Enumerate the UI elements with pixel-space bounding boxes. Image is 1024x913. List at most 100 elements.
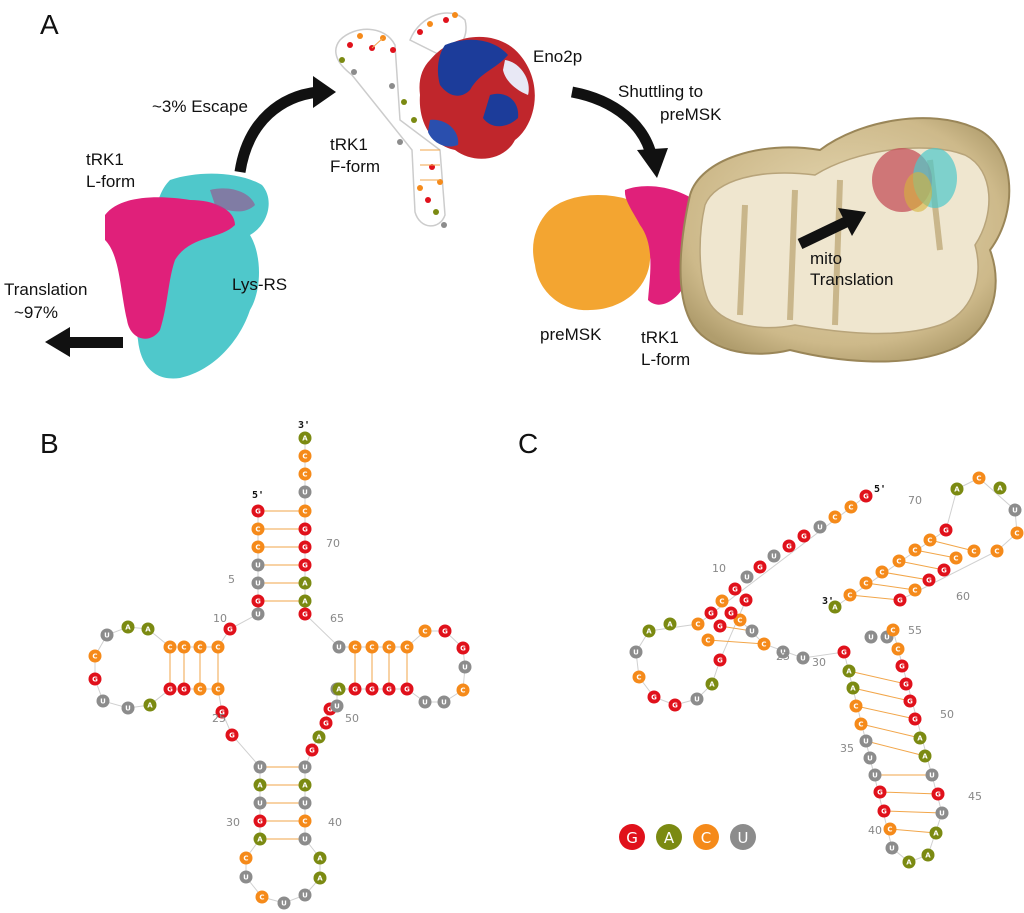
panel-b-nucleotide: C [193,640,207,654]
panel-b-nucleotide-circle [100,628,114,642]
panel-c-position-number: 40 [868,824,882,837]
panel-b-nucleotide: A [298,576,312,590]
translation-arrow [45,327,123,357]
panel-b-nucleotide: U [121,701,135,715]
panel-c-nucleotide-letter: G [863,493,869,501]
panel-c-nucleotide: G [922,573,936,587]
panel-c-nucleotide-circle [724,606,738,620]
panel-letter-b: B [40,428,59,459]
legend-item-c: C [693,824,719,850]
panel-c-nucleotide-letter: U [872,772,878,780]
shuttling-arrow [570,86,668,178]
panel-b-nucleotide-letter: A [302,435,308,443]
panel-b-nucleotide-letter: U [257,764,263,772]
panel-b-nucleotide-circle [298,540,312,554]
panel-c-nucleotide-circle [842,664,856,678]
panel-b-nucleotide-circle [418,695,432,709]
panel-c-nucleotide-circle [908,712,922,726]
panel-c-nucleotide-letter: A [906,859,912,867]
panel-c-nucleotide: G [753,560,767,574]
panel-c-nucleotide-circle [713,653,727,667]
panel-b-nucleotide-letter: C [215,686,220,694]
panel-c-nucleotide: U [690,692,704,706]
panel-b-nucleotide-circle [177,640,191,654]
panel-b-nucleotide: U [253,796,267,810]
panel-c-nucleotide-letter: C [896,558,901,566]
panel-b-nucleotide-letter: G [302,611,308,619]
panel-c-nucleotide-letter: C [976,475,981,483]
panel-c-nucleotide-circle [886,623,900,637]
panel-c-nucleotide: C [691,617,705,631]
panel-c-nucleotide-circle [701,633,715,647]
panel-b-nucleotide-letter: C [243,855,248,863]
panel-b-nucleotide-letter: U [255,580,261,588]
panel-c-nucleotide-letter: C [1014,530,1019,538]
panel-c-position-number: 60 [956,590,970,603]
panel-c-nucleotide-letter: U [744,574,750,582]
panel-b-nucleotide-letter: C [352,644,357,652]
panel-b-nucleotide: G [298,540,312,554]
panel-c-nucleotide-letter: A [832,604,838,612]
panel-b-nucleotide-circle [251,504,265,518]
panel-b-nucleotide: U [298,485,312,499]
panel-c-nucleotide-letter: C [719,598,724,606]
panel-c-nucleotide-circle [704,606,718,620]
panel-c-nucleotide: A [950,482,964,496]
panel-b-nucleotide: C [193,682,207,696]
panel-b-nucleotide-circle [400,682,414,696]
panel-b-nucleotide-circle [348,682,362,696]
panel-c-nucleotide: G [713,653,727,667]
panel-c-nucleotide: U [859,734,873,748]
panel-c-nucleotide-circle [837,645,851,659]
mito-translation-label: Translation [810,270,893,289]
panel-b-nucleotide-circle [193,640,207,654]
panel-b-nucleotide-circle [298,449,312,463]
panel-b-nucleotide-letter: C [302,471,307,479]
legend-swatch [730,824,756,850]
panel-c-nucleotide-circle [690,692,704,706]
panel-c-nucleotide-circle [859,734,873,748]
panel-b-nucleotide: U [298,760,312,774]
panel-b-nucleotide: C [298,449,312,463]
panel-c-nucleotide-circle [844,500,858,514]
panel-b-nucleotide-letter: G [352,686,358,694]
panel-b-nucleotide-letter: A [302,598,308,606]
panel-b-nucleotide-letter: G [167,686,173,694]
panel-b-nucleotide: U [418,695,432,709]
panel-c-nucleotide: C [844,500,858,514]
panel-c-nucleotide-letter: A [646,628,652,636]
panel-c-nucleotide-circle [972,471,986,485]
panel-b-five-prime-label: 5' [252,490,264,501]
panel-c-nucleotide-circle [705,677,719,691]
panel-c-nucleotide-circle [642,624,656,638]
panel-c-nucleotide: C [886,623,900,637]
panel-b-nucleotide-letter: U [302,800,308,808]
panel-b-nucleotide-letter: G [302,562,308,570]
panel-c-nucleotide-letter: G [877,789,883,797]
panel-c-nucleotide-letter: C [895,646,900,654]
panel-b-nucleotide-letter: C [404,644,409,652]
trk1-fform-label-line1: tRK1 [330,135,368,154]
panel-b-nucleotide-circle [211,640,225,654]
panel-c-nucleotide: G [797,529,811,543]
panel-c-nucleotide: U [864,630,878,644]
panel-c-nucleotide: A [642,624,656,638]
panel-c-nucleotide-circle [713,619,727,633]
panel-b-nucleotide-circle [193,682,207,696]
panel-c-nucleotide: G [937,563,951,577]
legend-swatch [656,824,682,850]
panel-c-nucleotide-circle [629,645,643,659]
panel-c-nucleotide-letter: U [867,755,873,763]
panel-b-nucleotide: U [298,888,312,902]
panel-c-nucleotide-letter: C [858,721,863,729]
panel-b-nucleotide-letter: A [317,855,323,863]
legend-letter: G [626,829,638,847]
panel-b-nucleotide-circle [313,871,327,885]
panel-c-nucleotide-letter: U [633,649,639,657]
panel-b-nucleotide-circle [88,672,102,686]
panel-c-nucleotide-circle [925,768,939,782]
panel-c-position-number: 3' [822,596,834,607]
panel-c-nucleotide-circle [891,642,905,656]
